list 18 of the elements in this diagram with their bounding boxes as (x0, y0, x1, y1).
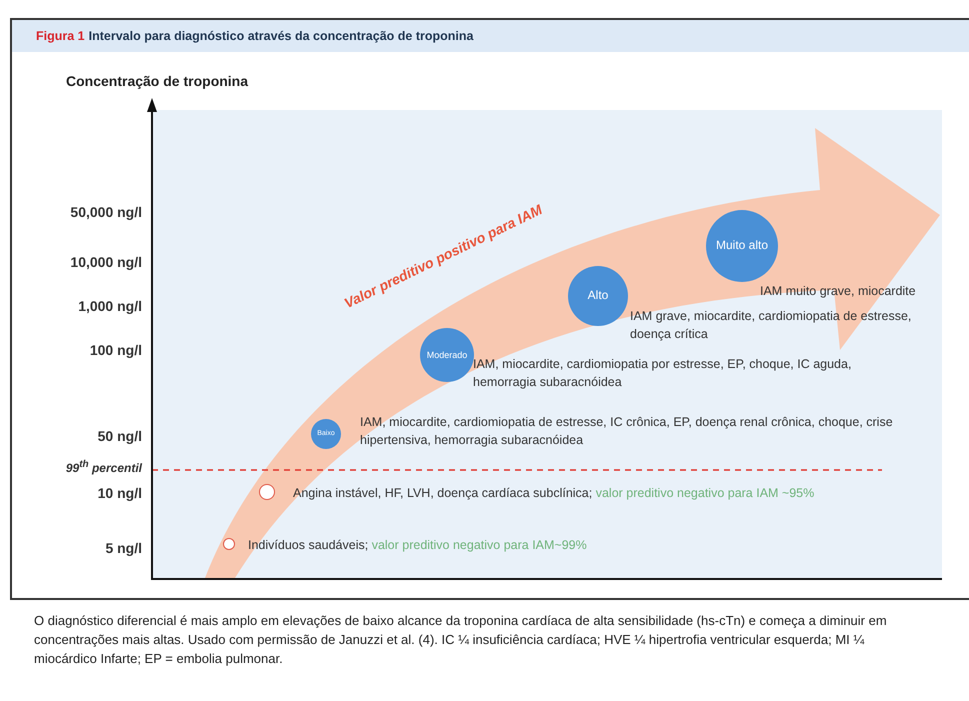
axis-title: Concentração de troponina (66, 73, 248, 89)
tick-label: 1,000 ng/l (78, 298, 142, 314)
figure-number: Figura 1 (36, 29, 85, 43)
tick-label: 99$^{th}$ percentil (66, 459, 142, 475)
condition-text: Angina instável, HF, LVH, doença cardíaca subclínica; valor preditivo negativo para IAM ~95% (293, 485, 816, 502)
condition-text: IAM muito grave, miocardite (760, 283, 917, 300)
tick-label: 10,000 ng/l (70, 254, 142, 270)
tick-label: 5 ng/l (105, 540, 142, 556)
condition-text: Indivíduos saudáveis; valor preditivo negativo para IAM~99% (248, 537, 588, 554)
tick-label: 50 ng/l (98, 428, 142, 444)
condition-text: IAM, miocardite, cardiomiopatia por estresse, EP, choque, IC aguda, hemorragia subaracnóidea (473, 356, 852, 392)
caption: O diagnóstico diferencial é mais amplo em elevações de baixo alcance da troponina cardíaca de alta sensibilidade (hs-cTn) e começa a diminuir em concentrações mais altas. Usado com permissão de Januzzi et al. (4). IC ¼ insuficiência cardíaca; HVE ¼ hipertrofia ventricular esquerda; MI ¼ miocárdico Infarte; EP = embolia pulmonar. (34, 612, 888, 668)
condition-text: IAM grave, miocardite, cardiomiopatia de estresse, doença crítica (630, 308, 912, 344)
tick-label: 100 ng/l (90, 342, 142, 358)
condition-text: IAM, miocardite, cardiomiopatia de estresse, IC crônica, EP, doença renal crônica, choque, crise hipertensiva, hemorragia subaracnóidea (360, 414, 894, 450)
tick-label: 50,000 ng/l (70, 204, 142, 220)
figure-title: Intervalo para diagnóstico através da concentração de troponina (88, 29, 474, 43)
tick-label: 10 ng/l (98, 485, 142, 501)
